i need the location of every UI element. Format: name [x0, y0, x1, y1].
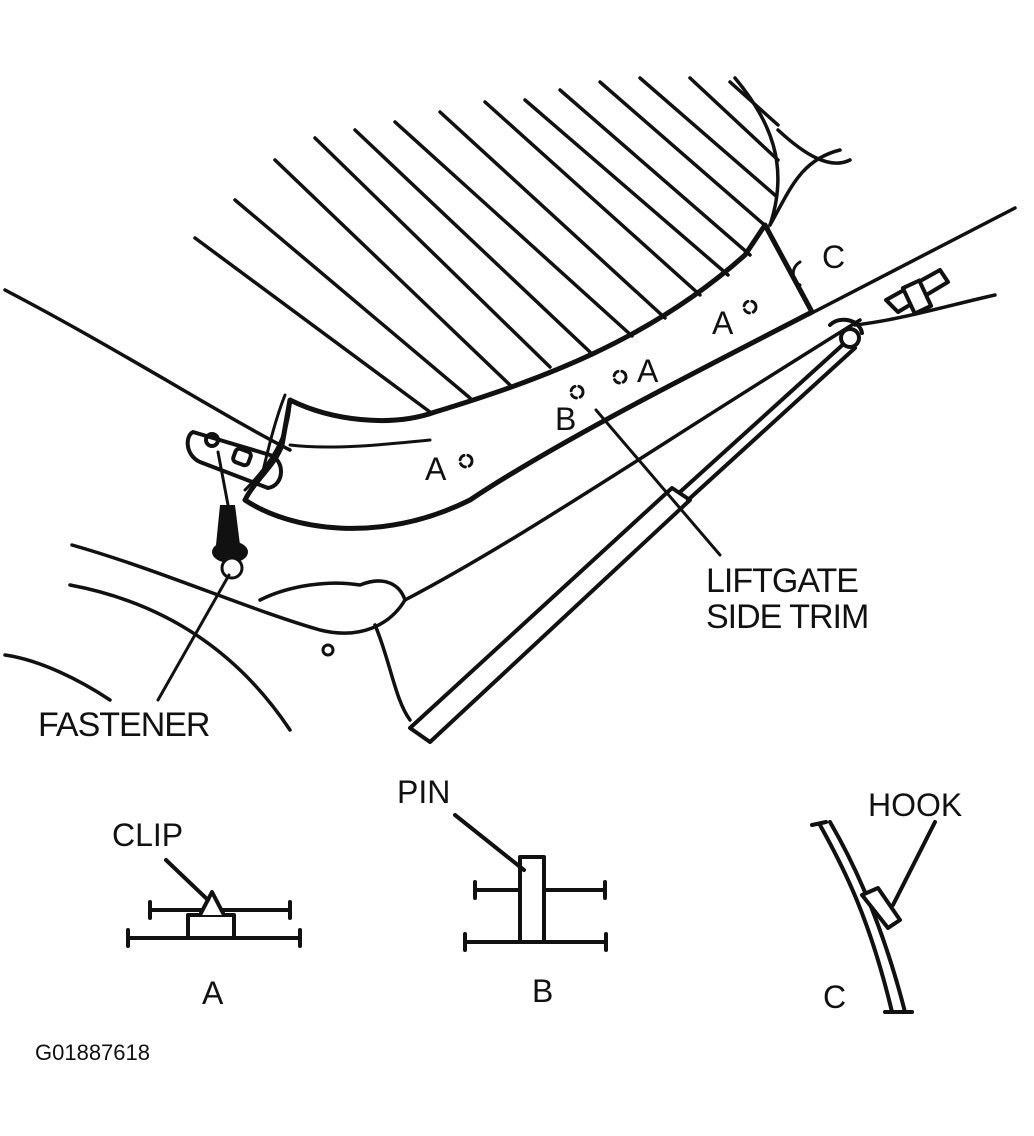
quarter-panel-outline	[3, 318, 862, 732]
detail-b-caption: B	[532, 973, 553, 1009]
figure-id: G01887618	[35, 1040, 150, 1065]
liftgate-side-trim-panel	[242, 222, 815, 531]
marker-b: B	[555, 401, 576, 437]
detail-b-part-label: PIN	[397, 774, 450, 810]
liftgate-body-outline	[3, 76, 1017, 452]
marker-c-top: C	[822, 239, 845, 275]
detail-a-part-label: CLIP	[112, 817, 183, 853]
window-glass-hatching	[193, 76, 780, 414]
gas-strut	[408, 317, 864, 744]
marker-a-2: A	[637, 353, 659, 389]
detail-a-clip	[126, 858, 302, 948]
fastener-dash-line	[216, 450, 230, 507]
marker-a-3: A	[712, 305, 734, 341]
liftgate-side-trim-label-line2: SIDE TRIM	[706, 598, 868, 636]
detail-c-part-label: HOOK	[868, 787, 962, 823]
clip-hole-marks	[321, 260, 802, 657]
fastener-icon	[212, 505, 248, 580]
hinge-bracket	[185, 430, 283, 490]
detail-c-caption: C	[823, 979, 846, 1015]
liftgate-side-trim-label-line1: LIFTGATE	[706, 562, 858, 600]
callout-leader-lines	[156, 408, 722, 702]
detail-a-caption: A	[202, 975, 224, 1011]
fastener-label: FASTENER	[38, 706, 209, 744]
detail-c-hook	[810, 820, 937, 1014]
detail-b-pin	[453, 813, 608, 952]
latch-stud	[884, 268, 950, 316]
marker-a-1: A	[425, 451, 447, 487]
